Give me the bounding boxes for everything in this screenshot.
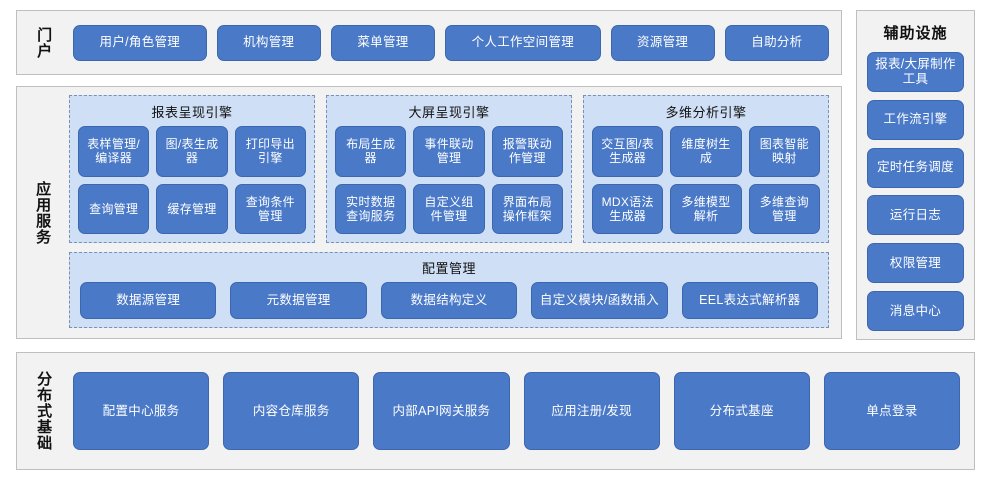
portal-button-workspace[interactable]: 个人工作空间管理 — [445, 24, 601, 61]
aux-facilities-title: 辅助设施 — [883, 25, 948, 42]
engine2-item-custom-component-management[interactable]: 自定义组件管理 — [413, 183, 485, 234]
application-service-section: 应用服务 报表呈现引擎 表样管理/编译器 图/表生成器 打印导出引擎 查询管理 … — [16, 86, 842, 339]
config-item-data-structure-definition[interactable]: 数据结构定义 — [380, 282, 518, 319]
aux-item-message-center[interactable]: 消息中心 — [867, 290, 964, 331]
engine1-item-template-compiler[interactable]: 表样管理/编译器 — [78, 126, 150, 177]
dist-item-config-center-service[interactable]: 配置中心服务 — [73, 372, 210, 450]
config-item-datasource-management[interactable]: 数据源管理 — [80, 282, 217, 319]
engine2-item-layout-generator[interactable]: 布局生成器 — [335, 126, 407, 177]
portal-button-menu[interactable]: 菜单管理 — [330, 24, 436, 61]
engine-report-rendering: 报表呈现引擎 表样管理/编译器 图/表生成器 打印导出引擎 查询管理 缓存管理 … — [69, 95, 315, 243]
aux-item-workflow-engine[interactable]: 工作流引擎 — [867, 99, 964, 140]
engine1-item-print-export-engine[interactable]: 打印导出引擎 — [234, 126, 306, 177]
configuration-management-box: 配置管理 数据源管理 元数据管理 数据结构定义 自定义模块/函数插入 EEL表达… — [69, 252, 829, 328]
engine1-item-query-management[interactable]: 查询管理 — [78, 183, 150, 234]
engine-report-rendering-title: 报表呈现引擎 — [151, 105, 233, 120]
portal-button-org[interactable]: 机构管理 — [216, 24, 321, 61]
engine3-item-dimension-tree-generation[interactable]: 维度树生成 — [670, 126, 742, 177]
dist-item-distributed-base[interactable]: 分布式基座 — [673, 372, 810, 450]
engine-multidimensional-analysis-title: 多维分析引擎 — [665, 105, 747, 120]
aux-facilities-section: 辅助设施 报表/大屏制作工具 工作流引擎 定时任务调度 运行日志 权限管理 消息… — [856, 10, 975, 340]
engine3-item-chart-smart-mapping[interactable]: 图表智能映射 — [748, 126, 820, 177]
engine3-item-multidimensional-model-parsing[interactable]: 多维模型解析 — [670, 183, 742, 234]
distributed-base-label: 分布式基础 — [35, 371, 53, 451]
engine-large-screen-rendering: 大屏呈现引擎 布局生成器 事件联动管理 报警联动作管理 实时数据查询服务 自定义… — [326, 95, 572, 243]
config-item-eel-expression-parser[interactable]: EEL表达式解析器 — [681, 282, 819, 319]
portal-section-label: 门户 — [35, 26, 53, 59]
engines-row: 报表呈现引擎 表样管理/编译器 图/表生成器 打印导出引擎 查询管理 缓存管理 … — [69, 95, 829, 243]
engine3-item-mdx-syntax-generator[interactable]: MDX语法生成器 — [592, 183, 664, 234]
portal-button-row: 用户/角色管理 机构管理 菜单管理 个人工作空间管理 资源管理 自助分析 — [63, 24, 841, 61]
dist-item-internal-api-gateway-service[interactable]: 内部API网关服务 — [373, 372, 510, 450]
engine-multidimensional-analysis: 多维分析引擎 交互图/表生成器 维度树生成 图表智能映射 MDX语法生成器 多维… — [583, 95, 829, 243]
engine2-item-ui-layout-framework[interactable]: 界面布局操作框架 — [491, 183, 563, 234]
engine2-item-event-linkage-management[interactable]: 事件联动管理 — [413, 126, 485, 177]
configuration-management-title: 配置管理 — [421, 261, 476, 276]
distributed-base-row: 配置中心服务 内容仓库服务 内部API网关服务 应用注册/发现 分布式基座 单点… — [63, 372, 974, 450]
engine1-item-chart-table-generator[interactable]: 图/表生成器 — [156, 126, 228, 177]
portal-button-self-service-analysis[interactable]: 自助分析 — [724, 24, 829, 61]
engine-large-screen-rendering-title: 大屏呈现引擎 — [408, 105, 490, 120]
aux-item-report-screen-tool[interactable]: 报表/大屏制作工具 — [867, 52, 964, 92]
engine3-item-multidimensional-query-management[interactable]: 多维查询管理 — [748, 183, 820, 234]
configuration-management-row: 数据源管理 元数据管理 数据结构定义 自定义模块/函数插入 EEL表达式解析器 — [80, 282, 819, 319]
aux-facilities-list: 报表/大屏制作工具 工作流引擎 定时任务调度 运行日志 权限管理 消息中心 — [857, 52, 974, 333]
distributed-base-section: 分布式基础 配置中心服务 内容仓库服务 内部API网关服务 应用注册/发现 分布… — [16, 352, 975, 470]
engine-report-rendering-grid: 表样管理/编译器 图/表生成器 打印导出引擎 查询管理 缓存管理 查询条件管理 — [78, 126, 306, 234]
application-service-body: 报表呈现引擎 表样管理/编译器 图/表生成器 打印导出引擎 查询管理 缓存管理 … — [63, 87, 841, 338]
aux-item-scheduled-task[interactable]: 定时任务调度 — [867, 147, 964, 188]
engine1-item-cache-management[interactable]: 缓存管理 — [156, 183, 228, 234]
dist-item-app-registration-discovery[interactable]: 应用注册/发现 — [523, 372, 660, 450]
portal-section: 门户 用户/角色管理 机构管理 菜单管理 个人工作空间管理 资源管理 自助分析 — [16, 10, 842, 75]
dist-item-single-sign-on[interactable]: 单点登录 — [823, 372, 961, 450]
engine-multidimensional-analysis-grid: 交互图/表生成器 维度树生成 图表智能映射 MDX语法生成器 多维模型解析 多维… — [592, 126, 820, 234]
portal-button-resource[interactable]: 资源管理 — [610, 24, 715, 61]
engine2-item-alarm-action-management[interactable]: 报警联动作管理 — [491, 126, 563, 177]
engine2-item-realtime-query-service[interactable]: 实时数据查询服务 — [335, 183, 407, 234]
aux-item-permission-management[interactable]: 权限管理 — [867, 243, 964, 284]
config-item-metadata-management[interactable]: 元数据管理 — [230, 282, 367, 319]
aux-item-runtime-log[interactable]: 运行日志 — [867, 195, 964, 236]
config-item-custom-module-function[interactable]: 自定义模块/函数插入 — [531, 282, 668, 319]
engine1-item-query-condition-management[interactable]: 查询条件管理 — [234, 183, 306, 234]
engine3-item-interactive-chart-generator[interactable]: 交互图/表生成器 — [592, 126, 664, 177]
portal-button-user-role[interactable]: 用户/角色管理 — [73, 24, 207, 61]
engine-large-screen-rendering-grid: 布局生成器 事件联动管理 报警联动作管理 实时数据查询服务 自定义组件管理 界面… — [335, 126, 563, 234]
dist-item-content-repository-service[interactable]: 内容仓库服务 — [223, 372, 360, 450]
application-service-label: 应用服务 — [34, 180, 52, 245]
